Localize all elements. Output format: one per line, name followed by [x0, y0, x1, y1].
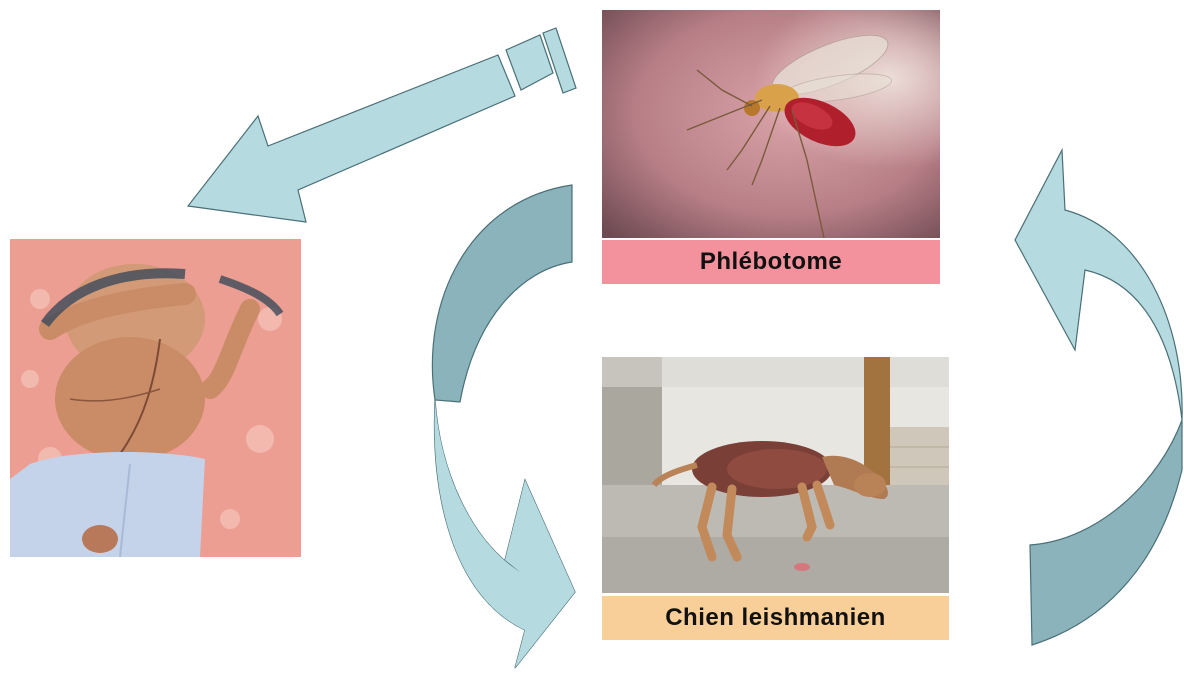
- arrow-curved-middle: [432, 185, 575, 668]
- sandfly-caption: Phlébotome: [602, 240, 940, 284]
- dog-illustration: [602, 357, 949, 593]
- child-illustration: [10, 239, 301, 557]
- arrow-sandfly-to-human: [188, 28, 576, 222]
- dog-photo: [602, 357, 949, 593]
- dog-caption: Chien leishmanien: [602, 596, 949, 640]
- sandfly-illustration: [602, 10, 940, 238]
- sandfly-photo: [602, 10, 940, 238]
- arrow-curved-right: [1015, 150, 1182, 645]
- child-photo: [10, 239, 301, 557]
